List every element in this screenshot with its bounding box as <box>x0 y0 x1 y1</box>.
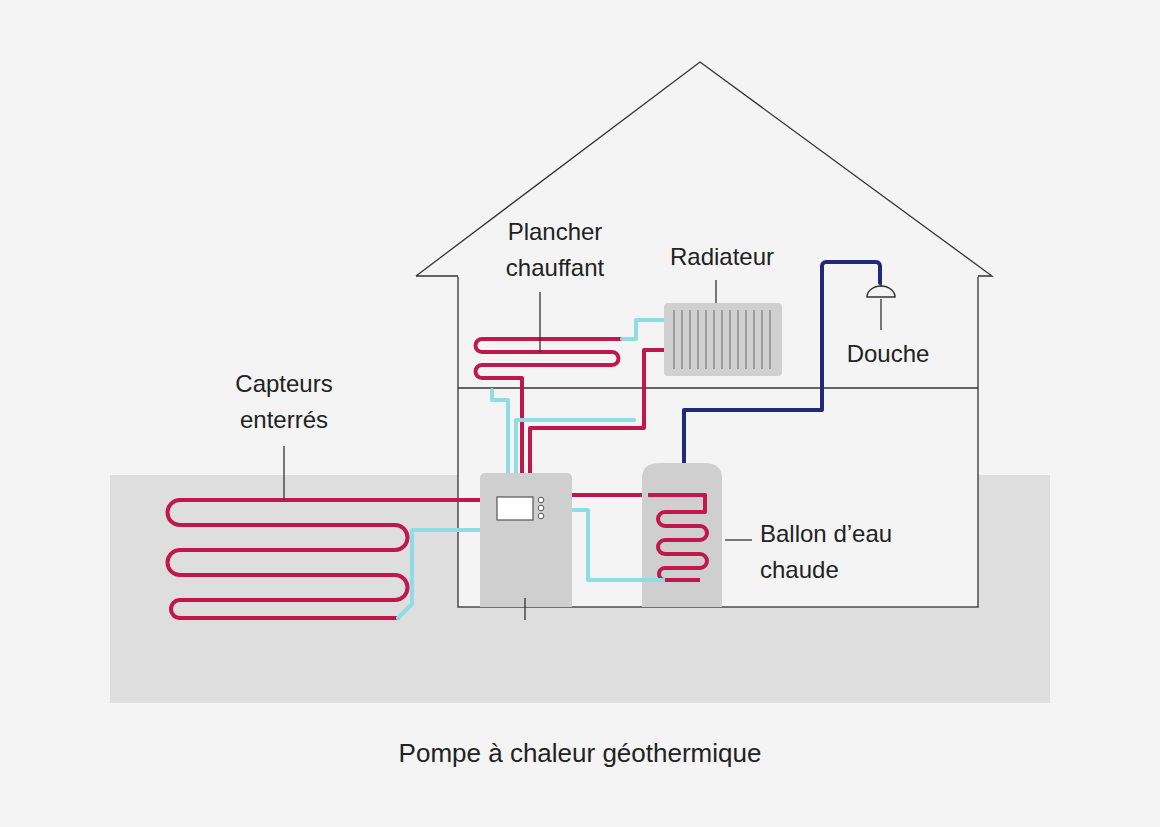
control-button <box>538 497 544 503</box>
part-label: Radiateur <box>642 239 802 275</box>
tank-coil <box>648 495 707 580</box>
control-button <box>538 513 544 519</box>
leader-line <box>539 292 540 352</box>
heat-pump-unit <box>480 473 572 607</box>
shower-neck <box>880 283 882 287</box>
tank-return <box>620 578 665 582</box>
part-label: Douche <box>818 336 958 372</box>
leader-line <box>725 539 752 540</box>
part-label: Plancher chauffant <box>485 214 625 286</box>
floor-return <box>492 390 508 473</box>
return-line <box>516 420 634 473</box>
radiator-return <box>622 320 664 339</box>
part-label: Ballon d’eau chaude <box>760 516 950 588</box>
house-walls <box>458 276 978 607</box>
control-button <box>538 505 544 511</box>
collector-return <box>398 530 480 618</box>
caption: Pompe à chaleur géothermique <box>0 738 1160 769</box>
shower-head <box>867 286 895 297</box>
floor-line <box>458 387 978 388</box>
part-label: Capteurs enterrés <box>209 366 359 438</box>
leader-line <box>880 299 881 330</box>
leader-line <box>283 446 284 500</box>
radiator-supply <box>530 350 664 473</box>
radiator <box>664 303 782 376</box>
ground-collector <box>168 500 481 618</box>
control-screen <box>497 497 533 520</box>
leader-line <box>715 280 716 303</box>
leader-line <box>524 598 525 620</box>
hot-water-tank <box>642 463 722 607</box>
house-roof <box>416 62 992 276</box>
radiator-fins <box>672 310 774 369</box>
floor-heating-coil <box>476 339 623 473</box>
